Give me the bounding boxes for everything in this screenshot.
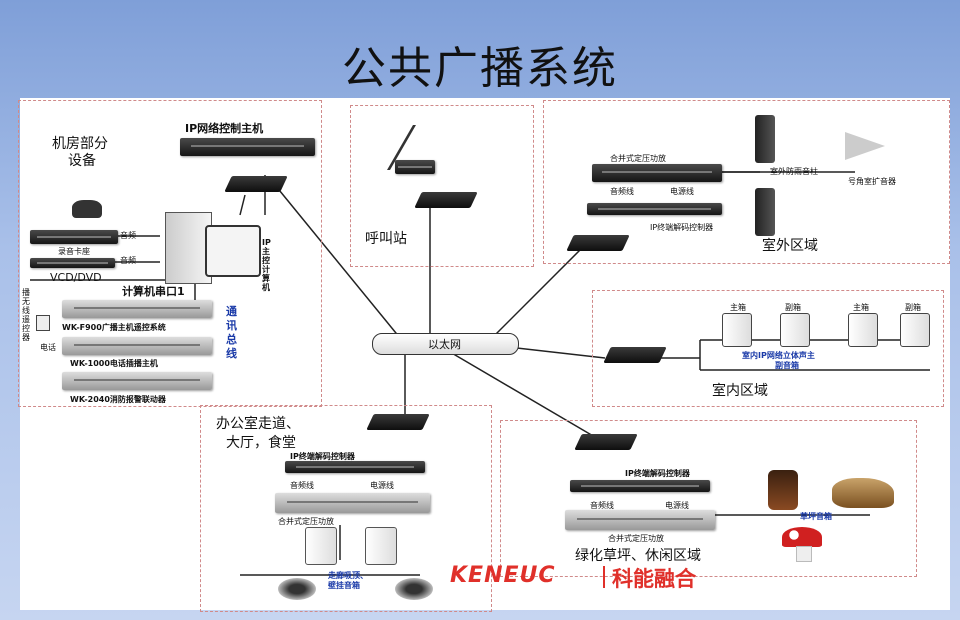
- mushroom-speaker-icon: [782, 527, 822, 547]
- office-wall-speaker-2: [365, 527, 397, 565]
- ethernet-label: 以太网: [428, 338, 461, 351]
- outdoor-switch-icon: [566, 235, 630, 251]
- green-label: 绿化草坪、休闲区域: [575, 548, 701, 564]
- office-switch-icon: [366, 414, 430, 430]
- brand-logo-latin: KENEUC: [450, 563, 556, 588]
- indoor-main-2: 主箱: [853, 303, 869, 312]
- outdoor-amp-device: [592, 164, 722, 182]
- office-amp-device: [275, 493, 430, 513]
- ethernet-bus: [372, 333, 519, 355]
- tree-stump-speaker-icon: [768, 470, 798, 510]
- phone-label: 电话: [40, 343, 56, 352]
- machine-room-label-2: 设备: [68, 153, 96, 169]
- ceiling-speaker-1: [278, 578, 316, 600]
- ip-pc-label: IP主控计算机: [262, 238, 271, 292]
- zone-office: [200, 405, 492, 612]
- vcd-label: VCD/DVD: [50, 271, 102, 284]
- ip-host-label: IP网络控制主机: [185, 122, 264, 135]
- ceiling-speaker-2: [395, 578, 433, 600]
- call-station-label: 呼叫站: [365, 231, 407, 247]
- wk-f900-label: WK-F900广播主机遥控系统: [62, 323, 166, 332]
- zone-indoor: [592, 290, 944, 407]
- green-amp-label: 合并式定压功放: [608, 534, 664, 543]
- office-label-1: 办公室走道、: [216, 416, 300, 432]
- wk-f900-device: [62, 300, 212, 318]
- wk-2040-label: WK-2040消防报警联动器: [70, 395, 166, 404]
- ip-host-device: [180, 138, 315, 156]
- vcd-device: [30, 258, 115, 268]
- indoor-sub-2: 副箱: [905, 303, 921, 312]
- outdoor-power-line: 电源线: [670, 187, 694, 196]
- wk-1000-label: WK-1000电话插播主机: [70, 359, 158, 368]
- indoor-speaker-4: [900, 313, 930, 347]
- office-power-line: 电源线: [370, 481, 394, 490]
- green-audio-line: 音频线: [590, 501, 614, 510]
- zone-green: [500, 420, 917, 577]
- indoor-label: 室内区域: [712, 383, 768, 399]
- audio-label-1: 音频: [120, 231, 136, 240]
- network-switch-icon: [224, 176, 288, 192]
- office-label-2: 大厅，食堂: [226, 435, 296, 451]
- office-wall-speaker-1: [305, 527, 337, 565]
- recorder-label: 录音卡座: [58, 247, 90, 256]
- mushroom-stem: [796, 546, 812, 562]
- remote-box: [36, 315, 50, 331]
- outdoor-decoder-device: [587, 203, 722, 215]
- column-speaker-bottom: [755, 188, 775, 236]
- indoor-speaker-label-2: 副音箱: [775, 361, 799, 370]
- green-decoder-device: [570, 480, 710, 492]
- horn-label: 号角室扩音器: [848, 177, 896, 186]
- outdoor-label: 室外区域: [762, 238, 818, 254]
- machine-room-label-1: 机房部分: [52, 136, 108, 152]
- recorder-device: [30, 230, 118, 244]
- wireless-remote-label: 播无线遥控器: [22, 288, 30, 342]
- indoor-switch-icon: [603, 347, 667, 363]
- office-amp-label: 合并式定压功放: [278, 517, 334, 526]
- ip-pc-monitor: [205, 225, 261, 277]
- serial-label: 计算机串口1: [122, 285, 185, 298]
- green-amp-device: [565, 510, 715, 530]
- office-decoder-label: IP终端解码控制器: [290, 452, 355, 461]
- call-station-base: [395, 160, 435, 174]
- indoor-main-1: 主箱: [730, 303, 746, 312]
- indoor-speaker-1: [722, 313, 752, 347]
- audio-label-2: 音频: [120, 256, 136, 265]
- brand-divider: [603, 566, 605, 588]
- wk-2040-device: [62, 372, 212, 390]
- indoor-speaker-2: [780, 313, 810, 347]
- column-speaker-label: 室外防雨音柱: [770, 167, 818, 176]
- zone-machine-room: [18, 100, 322, 407]
- outdoor-decoder-label: IP终端解码控制器: [650, 223, 714, 232]
- lawn-speaker-label: 草坪音箱: [800, 512, 832, 521]
- brand-logo-cn: 科能融合: [612, 567, 696, 591]
- zone-call-station: [350, 105, 534, 267]
- microphone-icon: [72, 200, 102, 218]
- outdoor-amp-label: 合并式定压功放: [610, 154, 666, 163]
- rock-speaker-icon: [832, 478, 894, 508]
- green-decoder-label: IP终端解码控制器: [625, 469, 690, 478]
- indoor-speaker-3: [848, 313, 878, 347]
- outdoor-audio-line: 音频线: [610, 187, 634, 196]
- horn-speaker-icon: [845, 132, 885, 160]
- page-title: 公共广播系统: [342, 43, 618, 94]
- column-speaker-top: [755, 115, 775, 163]
- bus-label: 通讯总线: [226, 305, 237, 360]
- zone-outdoor: [543, 100, 950, 264]
- office-decoder-device: [285, 461, 425, 473]
- green-switch-icon: [574, 434, 638, 450]
- office-audio-line: 音频线: [290, 481, 314, 490]
- ceiling-label-1: 走廊吸顶、: [328, 571, 368, 580]
- indoor-speaker-label-1: 室内IP网络立体声主: [742, 351, 815, 360]
- wk-1000-device: [62, 337, 212, 355]
- indoor-sub-1: 副箱: [785, 303, 801, 312]
- ceiling-label-2: 壁挂音箱: [328, 581, 360, 590]
- green-power-line: 电源线: [665, 501, 689, 510]
- call-station-switch-icon: [414, 192, 478, 208]
